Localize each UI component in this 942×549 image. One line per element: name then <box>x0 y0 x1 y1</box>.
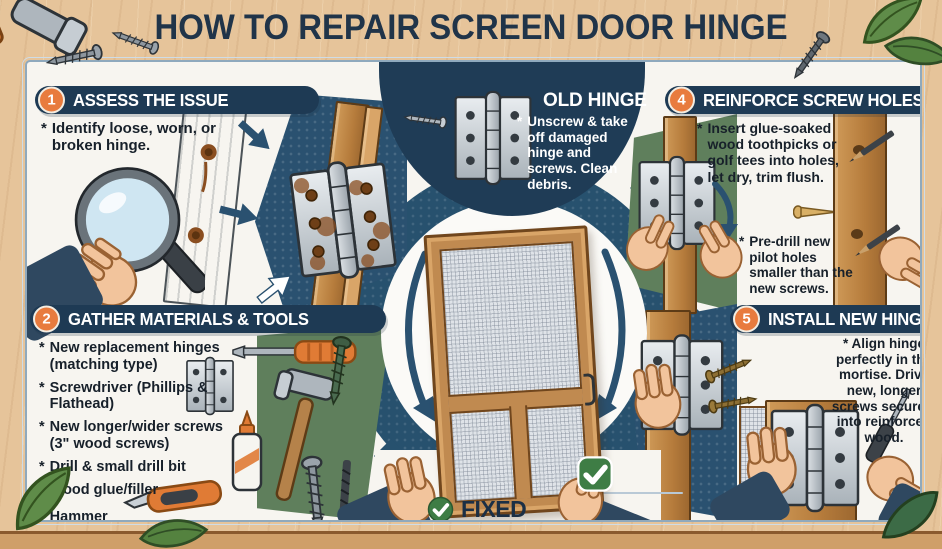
list-item: *Insert glue-soaked wood toothpicks or g… <box>697 120 839 185</box>
list-item: *Unscrew & take off damaged hinge and sc… <box>517 114 628 192</box>
step4-bullets-2: *Pre-drill new pilot holes smaller than … <box>739 234 857 303</box>
arrow-icon <box>219 203 259 226</box>
check-icon <box>427 496 454 520</box>
list-item: * Align hinge perfectly in the mortise. … <box>831 336 922 445</box>
step4-title: REINFORCE SCREW HOLES <box>703 89 922 110</box>
step1-bullets: *Identify loose, worn, or broken hinge. <box>41 120 219 161</box>
fixed-label: FIXED <box>461 496 527 522</box>
list-item: *New longer/wider screws (3" wood screws… <box>39 419 223 453</box>
curved-arrow-icon <box>712 181 738 238</box>
step5-title: INSTALL NEW HINGE <box>768 308 922 329</box>
screw-icon <box>793 31 831 79</box>
step1-number-badge: 1 <box>38 86 65 114</box>
list-item: *Identify loose, worn, or broken hinge. <box>41 120 217 155</box>
hand-icon <box>383 456 436 520</box>
screw-icon <box>403 114 447 129</box>
step4-header: 4 REINFORCE SCREW HOLES <box>665 86 922 114</box>
screw-icon <box>329 335 352 406</box>
screw-icon <box>705 359 753 384</box>
hand-icon <box>698 220 743 279</box>
new-hinge-icon <box>638 155 716 251</box>
arrow-icon <box>256 275 292 304</box>
old-hinge-icon <box>454 90 532 186</box>
rusty-hinge-icon <box>289 161 397 279</box>
hand-icon <box>878 236 920 289</box>
utility-knife-icon <box>122 480 222 513</box>
old-hinge-bullets: *Unscrew & take off damaged hinge and sc… <box>517 114 639 198</box>
leaf-icon <box>881 491 939 539</box>
golf-tee-icon <box>793 205 833 219</box>
leaf-icon <box>15 466 71 531</box>
list-item: *New replacement hinges (matching type) <box>39 340 220 373</box>
door-handle-icon <box>583 372 597 406</box>
list-item: *Drill & small drill bit <box>39 458 186 475</box>
small-hinge-icon <box>186 356 234 416</box>
old-hinge-title: OLD HINGE <box>543 90 647 111</box>
step5-header: 5 INSTALL NEW HINGE <box>730 305 922 333</box>
page-title: HOW TO REPAIR SCREEN DOOR HINGE <box>154 8 788 47</box>
leaf-icon <box>138 519 209 548</box>
screw-icon <box>708 396 758 414</box>
step2-header: 2 GATHER MATERIALS & TOOLS <box>30 305 386 333</box>
screw-icon <box>111 32 160 55</box>
step5-bullets: * Align hinge perfectly in the mortise. … <box>825 336 922 452</box>
screwdriver-icon <box>865 388 911 464</box>
screw-icon <box>45 44 103 66</box>
materials-list: *New replacement hinges (matching type) … <box>39 340 235 520</box>
glue-bottle-icon <box>231 410 263 492</box>
check-icon <box>577 456 613 492</box>
step1-title: ASSESS THE ISSUE <box>73 89 229 110</box>
step1-header: 1 ASSESS THE ISSUE <box>35 86 319 114</box>
leaf-icon <box>862 0 923 44</box>
step4-number-badge: 4 <box>668 86 695 114</box>
hammer-icon <box>0 0 88 56</box>
content-card: 1 ASSESS THE ISSUE *Identify loose, worn… <box>22 57 925 525</box>
step2-title: GATHER MATERIALS & TOOLS <box>68 308 309 329</box>
hand-icon <box>626 214 675 271</box>
cycle-arrows <box>405 248 626 424</box>
screw-icon <box>300 455 325 520</box>
step5-number-badge: 5 <box>733 305 760 333</box>
step4-bullets-1: *Insert glue-soaked wood toothpicks or g… <box>697 120 855 191</box>
step2-number-badge: 2 <box>33 305 60 333</box>
hammer-icon <box>273 368 336 502</box>
hand-icon <box>633 363 682 429</box>
rust-spots <box>187 144 217 244</box>
list-item: *Screwdriver (Phillips & Flathead) <box>39 379 208 413</box>
arrow-icon <box>237 120 270 150</box>
pencil-icon <box>855 224 901 256</box>
pencil-icon <box>849 130 895 162</box>
wood-plank-edge <box>0 531 942 549</box>
list-item: *Pre-drill new pilot holes smaller than … <box>739 234 853 296</box>
fixed-badge: FIXED <box>427 496 527 522</box>
